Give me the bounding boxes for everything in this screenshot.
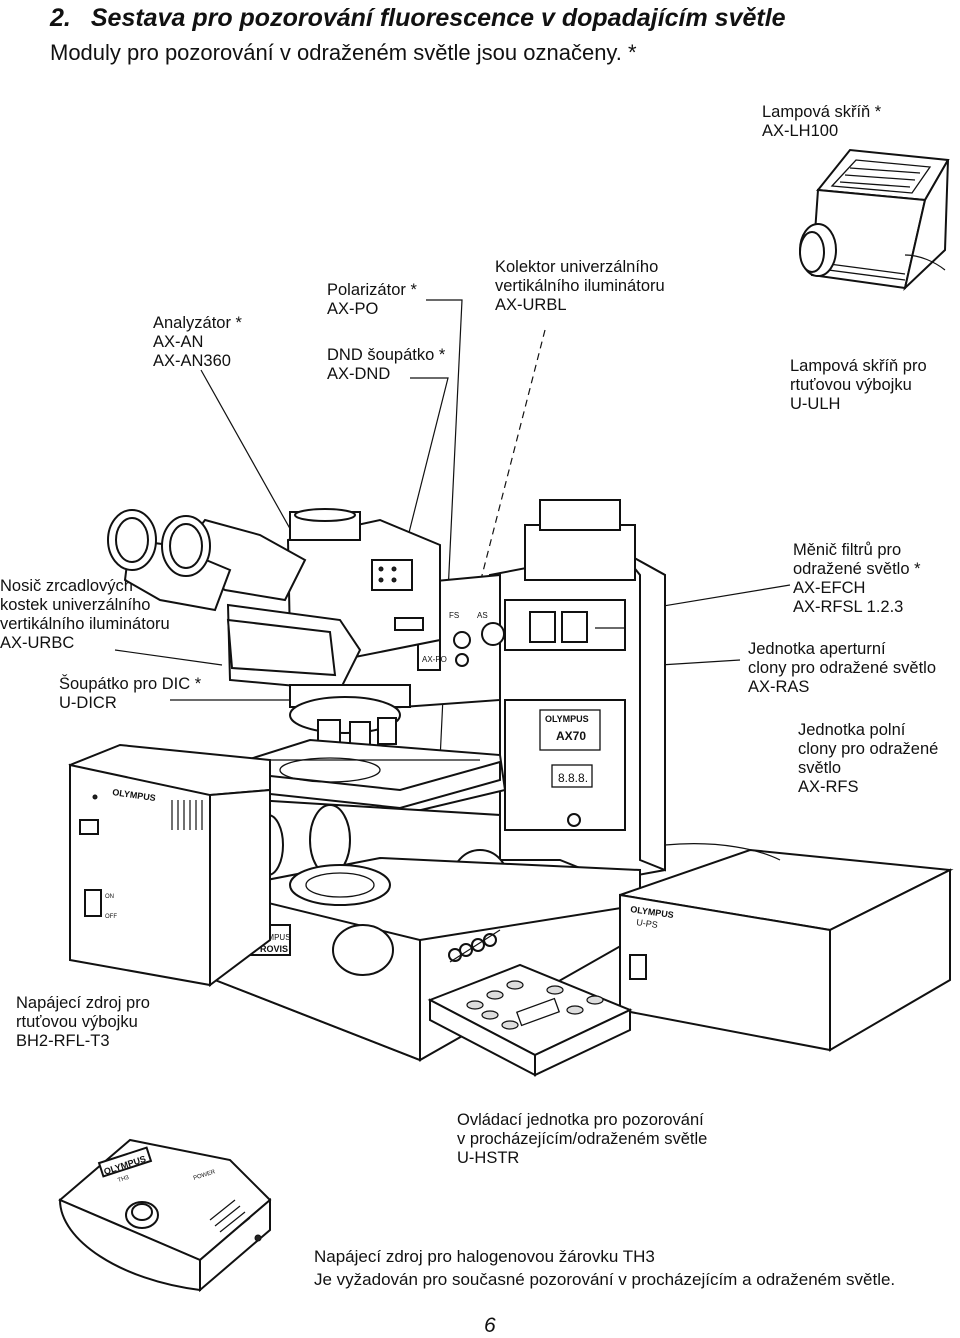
label-line: světlo [798,759,842,777]
psu-on-text: ON [105,894,114,900]
label-dic-slider: Šoupátko pro DIC * U-DICR [59,675,201,713]
label-line: rtuťovou výbojku [790,376,912,394]
base-brand-text: OLYMPUS [252,933,291,942]
label-line: Nosič zrcadlových [0,577,133,595]
control-unit-drawing [427,963,633,1077]
label-line: clony pro odražené [798,740,939,758]
footnote: Napájecí zdroj pro halogenovou žárovku T… [314,1245,895,1291]
label-line: clony pro odražené světlo [748,659,937,677]
th3-power-supply-drawing: OLYMPUS TH3 POWER [58,1138,272,1293]
label-line: U-ULH [790,395,841,413]
label-analyzer: Analyzátor * AX-AN AX-AN360 [153,314,242,371]
label-line: vertikálního iluminátoru [495,277,665,295]
label-control-unit: Ovládací jednotka pro pozorování v proch… [457,1111,707,1168]
label-mercury-lamp: Lampová skříň pro rtuťovou výbojku U-ULH [790,357,927,414]
psu-off-text: OFF [105,914,117,920]
label-line: AX-EFCH [793,579,866,597]
label-polarizer: Polarizátor * AX-PO [327,281,417,319]
label-line: BH2-RFL-T3 [16,1032,110,1050]
section-heading: 2. Sestava pro pozorování fluorescence v … [50,4,786,33]
label-line: AX-AN [153,333,204,351]
label-line: Polarizátor * [327,281,417,299]
label-line: Jednotka aperturní [748,640,886,658]
footnote-line-1: Napájecí zdroj pro halogenovou žárovku T… [314,1247,655,1266]
label-dnd-slider: DND šoupátko * AX-DND [327,346,445,384]
label-mercury-power: Napájecí zdroj pro rtuťovou výbojku BH2-… [16,994,150,1051]
svg-text:AX-PO: AX-PO [422,655,447,664]
label-line: odražené světlo * [793,560,921,578]
label-line: AX-DND [327,365,391,383]
label-line: AX-URBC [0,634,75,652]
label-line: AX-AN360 [153,352,231,370]
label-line: DND šoupátko * [327,346,446,364]
mercury-power-supply-drawing: OLYMPUS ON OFF [68,743,271,987]
frame-display-text: 8.8.8. [558,771,588,785]
label-line: Napájecí zdroj pro [16,994,150,1012]
lamp-housing-drawing [799,148,950,292]
label-filter-changer: Měnič filtrů pro odražené světlo * AX-EF… [793,541,921,617]
label-line: U-HSTR [457,1149,520,1167]
frame-model-text: AX70 [556,729,586,743]
label-mirror-cube: Nosič zrcadlových kostek univerzálního v… [0,577,170,653]
label-line: Ovládací jednotka pro pozorování [457,1111,704,1129]
label-line: Lampová skříň * [762,103,882,121]
label-line: Jednotka polní [798,721,906,739]
label-line: AX-LH100 [762,122,839,140]
footnote-line-2: Je vyžadován pro současné pozorování v p… [314,1270,896,1289]
label-aperture-unit: Jednotka aperturní clony pro odražené sv… [748,640,936,697]
label-collector: Kolektor univerzálního vertikálního ilum… [495,258,665,315]
page-number: 6 [484,1314,496,1337]
label-line: AX-RFSL 1.2.3 [793,598,904,616]
label-line: Lampová skříň pro [790,357,927,375]
label-field-unit: Jednotka polní clony pro odražené světlo… [798,721,938,797]
label-lamp-housing: Lampová skříň * AX-LH100 [762,103,881,141]
label-line: Měnič filtrů pro [793,541,902,559]
section-subheading: Moduly pro pozorování v odraženém světle… [50,40,637,65]
frame-brand-text: OLYMPUS [545,714,589,724]
label-line: v procházejícím/odraženém světle [457,1130,708,1148]
section-number: 2. [50,4,71,32]
section-title: Sestava pro pozorování fluorescence v do… [90,4,786,32]
label-line: vertikálního iluminátoru [0,615,170,633]
ups-power-supply-drawing: OLYMPUS U-PS [619,848,954,1052]
label-line: AX-PO [327,300,379,318]
label-line: rtuťovou výbojku [16,1013,138,1031]
label-line: AX-URBL [495,296,567,314]
label-line: Kolektor univerzálního [495,258,659,276]
label-line: Analyzátor * [153,314,242,332]
ups-model-text: U-PS [636,917,659,930]
label-line: AX-RFS [798,778,859,796]
th3-model-text: TH3 [117,1175,130,1184]
svg-text:FS: FS [449,611,459,620]
label-line: Šoupátko pro DIC * [59,675,202,693]
label-line: U-DICR [59,694,117,712]
svg-text:AS: AS [477,611,488,620]
label-line: AX-RAS [748,678,810,696]
label-line: kostek univerzálního [0,596,151,614]
base-name-text: PROVIS [254,944,288,954]
